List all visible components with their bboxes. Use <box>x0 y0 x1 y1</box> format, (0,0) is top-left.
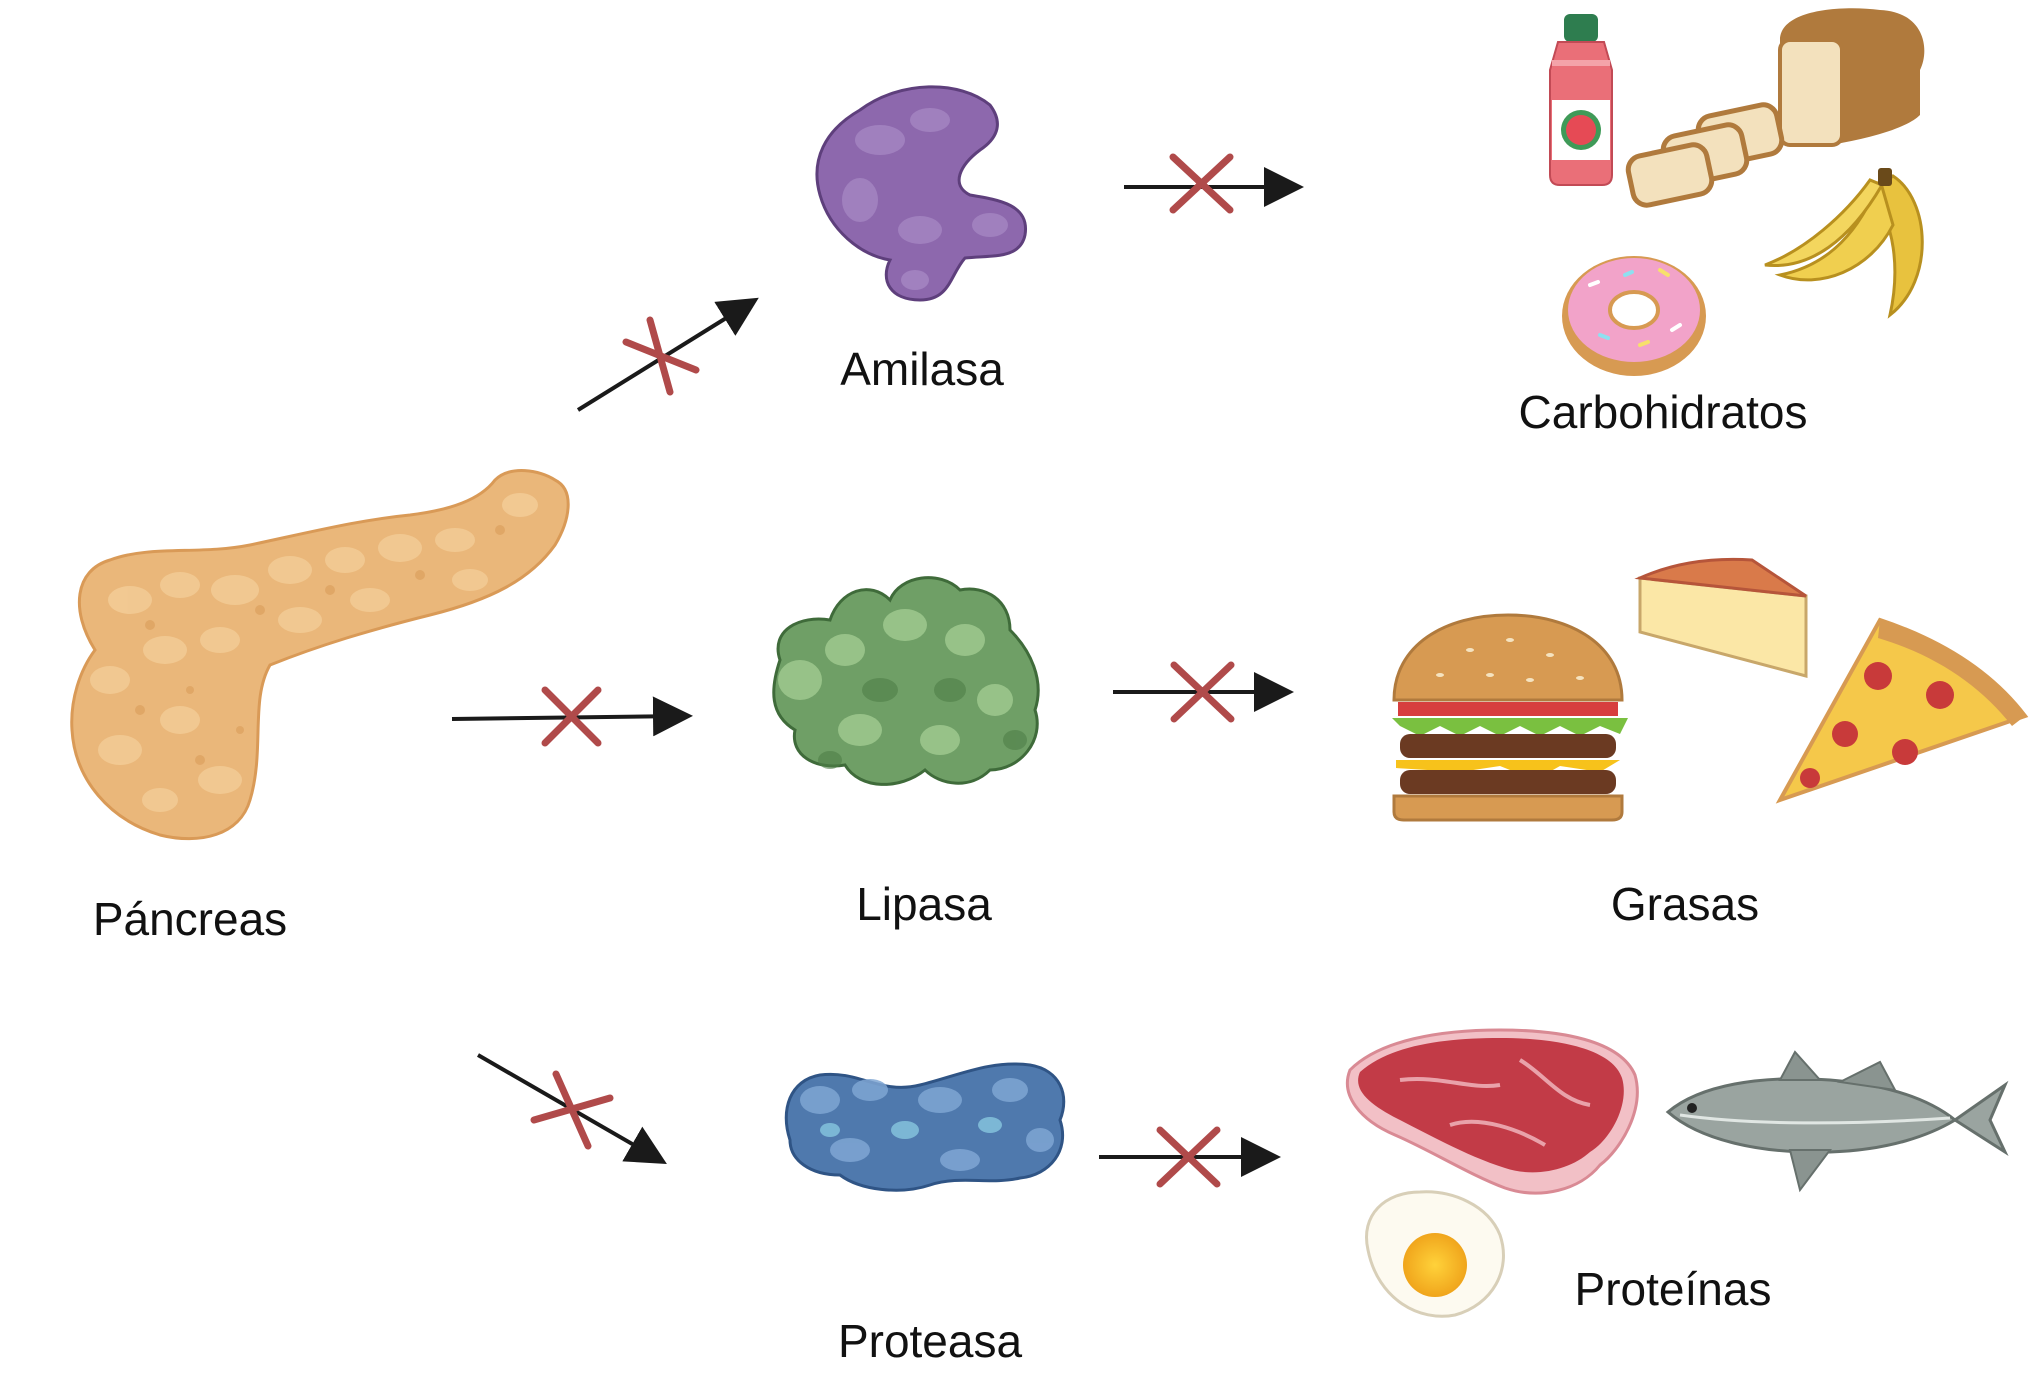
pancreas-icon <box>70 469 570 841</box>
arrow-lipase-fats <box>1113 661 1294 723</box>
cross-icon <box>1156 1126 1221 1188</box>
egg-icon <box>1365 1190 1505 1318</box>
lipase-enzyme-icon <box>772 576 1040 786</box>
protease-enzyme-icon <box>784 1062 1066 1192</box>
arrow-amylase-carbs <box>1124 153 1304 214</box>
label-fats: Grasas <box>1611 878 1759 930</box>
amylase-enzyme-icon <box>815 85 1027 302</box>
bread-slices <box>1625 102 1785 208</box>
cross-icon <box>1170 661 1235 723</box>
pizza-icon <box>1775 617 2029 804</box>
bread-icon <box>1625 8 1925 208</box>
banana-icon <box>1764 168 1924 319</box>
fish-icon <box>1665 1050 2009 1193</box>
cross-icon <box>541 686 602 747</box>
label-pancreas: Páncreas <box>93 893 287 945</box>
cross-icon <box>1169 153 1234 214</box>
cross-icon <box>622 316 700 396</box>
label-lipase: Lipasa <box>856 878 992 930</box>
steak-icon <box>1345 1028 1639 1195</box>
juice-bottle-icon <box>1549 14 1613 186</box>
cheese-icon <box>1634 557 1808 678</box>
arrow-pancreas-lipase <box>451 686 693 747</box>
cross-icon <box>530 1070 614 1150</box>
donut-icon <box>1562 256 1706 376</box>
arrow-pancreas-protease <box>477 1053 667 1164</box>
burger-icon <box>1392 613 1628 822</box>
label-amylase: Amilasa <box>840 343 1004 395</box>
arrow-protease-proteins <box>1099 1126 1281 1188</box>
label-carbs: Carbohidratos <box>1519 386 1808 438</box>
label-protease: Proteasa <box>838 1315 1023 1367</box>
label-proteins: Proteínas <box>1575 1263 1772 1315</box>
arrow-pancreas-amylase <box>576 297 759 412</box>
